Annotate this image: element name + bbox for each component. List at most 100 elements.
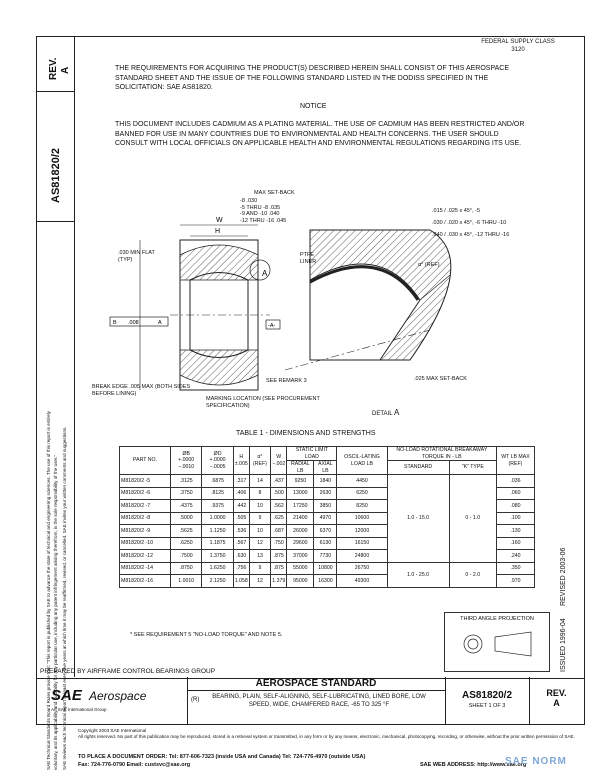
- fsc-label: FEDERAL SUPPLY CLASS: [481, 39, 555, 45]
- cell-b: .5625: [169, 524, 203, 538]
- detail-circle: [249, 259, 271, 281]
- ptfe-liner-line: [309, 265, 420, 301]
- th-osc: OSCIL-LATING LOAD LB: [336, 446, 388, 475]
- th-b: ØB+.0000 −.0010: [169, 446, 203, 475]
- cell-h: .630: [232, 549, 250, 563]
- cell-h: .442: [232, 499, 250, 513]
- fax-info: Fax: 724-776-0790 Email: custsvc@sae.org: [78, 762, 191, 768]
- cell-a: 12: [248, 574, 272, 588]
- th-d-label: ØD: [213, 450, 222, 457]
- prepared-by: PREPARED BY AIRFRAME CONTROL BEARINGS GR…: [40, 668, 216, 675]
- issued-date: ISSUED 1996-04: [560, 618, 567, 672]
- th-h-tol: ±.005: [234, 460, 248, 467]
- cell-rad: 55000: [286, 561, 315, 575]
- detail-label: DETAIL A: [372, 408, 399, 417]
- logo-aerospace-text: Aerospace: [89, 689, 147, 703]
- detail-ball-section: [309, 263, 421, 361]
- alpha-leader: [419, 274, 451, 301]
- cell-wt: .160: [495, 536, 536, 550]
- cell-wt: .240: [495, 549, 536, 563]
- max-setback-right-label: .025 MAX SET-BACK: [414, 376, 467, 382]
- see-remark-label: SEE REMARK 3: [266, 378, 307, 384]
- cell-osc: 12000: [336, 524, 388, 538]
- doc-number-box: AS81820/2 SHEET 1 OF 3: [445, 677, 530, 724]
- cell-pn: M81820/2 -8: [119, 511, 171, 525]
- aerospace-standard-heading: AEROSPACE STANDARD: [187, 677, 445, 691]
- cell-d: 1.3750: [201, 549, 234, 563]
- cell-d: .8125: [201, 486, 234, 500]
- cell-osc: 8250: [336, 499, 388, 513]
- notice-paragraph: THIS DOCUMENT INCLUDES CADMIUM AS A PLAT…: [115, 121, 525, 147]
- cell-d: .6875: [201, 474, 234, 488]
- cell-rad: 17250: [286, 499, 315, 513]
- chamfer-row: .040 / .030 x 45°, -12 THRU -16: [432, 232, 510, 238]
- cell-osc: 4450: [336, 474, 388, 488]
- cell-torque-standard: 1.0 - 15.0: [386, 474, 450, 563]
- cell-wt: .350: [495, 561, 536, 575]
- cell-torque-standard: 1.0 - 25.0: [386, 561, 450, 588]
- cell-a: 9: [248, 561, 272, 575]
- ball-outline: [189, 272, 249, 358]
- cell-h: .536: [232, 524, 250, 538]
- projection-box: THIRD ANGLE PROJECTION: [444, 612, 550, 672]
- cell-pn: M81820/2 -7: [119, 499, 171, 513]
- part-description: BEARING, PLAIN, SELF-ALIGNING, SELF-LUBR…: [212, 694, 426, 708]
- sheet-number: SHEET 1 OF 3: [468, 703, 506, 709]
- cell-a: 10: [248, 524, 272, 538]
- cell-w: .437: [270, 474, 288, 488]
- lower-race-section: [179, 349, 259, 386]
- cell-a: 13: [248, 549, 272, 563]
- side-rev-value: A: [60, 66, 71, 74]
- bearing-drawing: W H A B .008 A -A-: [109, 217, 452, 391]
- fsc-value: 3120: [511, 47, 525, 53]
- cell-h: .567: [232, 536, 250, 550]
- logo-sae-text: SAE: [51, 687, 82, 704]
- cell-pn: M81820/2 -12: [119, 549, 171, 563]
- cell-d: 1.0000: [201, 511, 234, 525]
- th-w-tol: −.002: [272, 460, 286, 467]
- cell-b: .5000: [169, 511, 203, 525]
- detail-id: A: [394, 408, 400, 417]
- cell-b: .7500: [169, 549, 203, 563]
- cell-d: .9375: [201, 499, 234, 513]
- cell-w: .875: [270, 549, 288, 563]
- th-wt: WT LB MAX (REF): [495, 446, 536, 475]
- setback-row: -5 THRU -8 .035: [240, 204, 281, 211]
- cell-pn: M81820/2 -9: [119, 524, 171, 538]
- watermark-logo: SAE NORM: [505, 756, 567, 767]
- cell-ax: 10800: [313, 561, 338, 575]
- cell-pn: M81820/2 -6: [119, 486, 171, 500]
- cell-d: 1.1875: [201, 536, 234, 550]
- cell-rad: 95000: [286, 574, 315, 588]
- federal-supply-class: FEDERAL SUPPLY CLASS 3120: [458, 38, 578, 54]
- cell-ax: 7730: [313, 549, 338, 563]
- cell-a: 8: [248, 486, 272, 500]
- cell-torque-k: 0 - 2.0: [448, 561, 497, 588]
- cell-b: .8750: [169, 561, 203, 575]
- table-note: * SEE REQUIREMENT 5 "NO-LOAD TORQUE" AND…: [130, 632, 283, 638]
- cell-wt: .970: [495, 574, 536, 588]
- upper-race-section: [179, 244, 259, 281]
- th-alpha: α° (REF): [248, 446, 272, 475]
- max-setback-label: MAX SET-BACK: [254, 190, 295, 196]
- cell-w: .875: [270, 561, 288, 575]
- ptfe-liner-label: PTFE LINER: [300, 252, 317, 265]
- cell-h: .756: [232, 561, 250, 575]
- web-address: SAE WEB ADDRESS: http://www.sae.org: [420, 762, 527, 768]
- cell-a: 10: [248, 499, 272, 513]
- th-part: PART NO.: [119, 446, 171, 475]
- projection-symbol: [463, 631, 532, 657]
- alpha-ref-label: α° (REF): [418, 262, 440, 268]
- rights-notice: All rights reserved. No part of this pub…: [78, 734, 575, 739]
- cell-ax: 4970: [313, 511, 338, 525]
- cell-h: .317: [232, 474, 250, 488]
- cell-a: 14: [248, 474, 272, 488]
- side-docno-box: AS81820/2: [36, 91, 74, 222]
- order-info: TO PLACE A DOCUMENT ORDER: Tel: 877-606-…: [78, 754, 366, 760]
- projection-label: THIRD ANGLE PROJECTION: [460, 616, 534, 622]
- cell-ax: 6370: [313, 524, 338, 538]
- cell-a: 9: [248, 511, 272, 525]
- cell-b: .3750: [169, 486, 203, 500]
